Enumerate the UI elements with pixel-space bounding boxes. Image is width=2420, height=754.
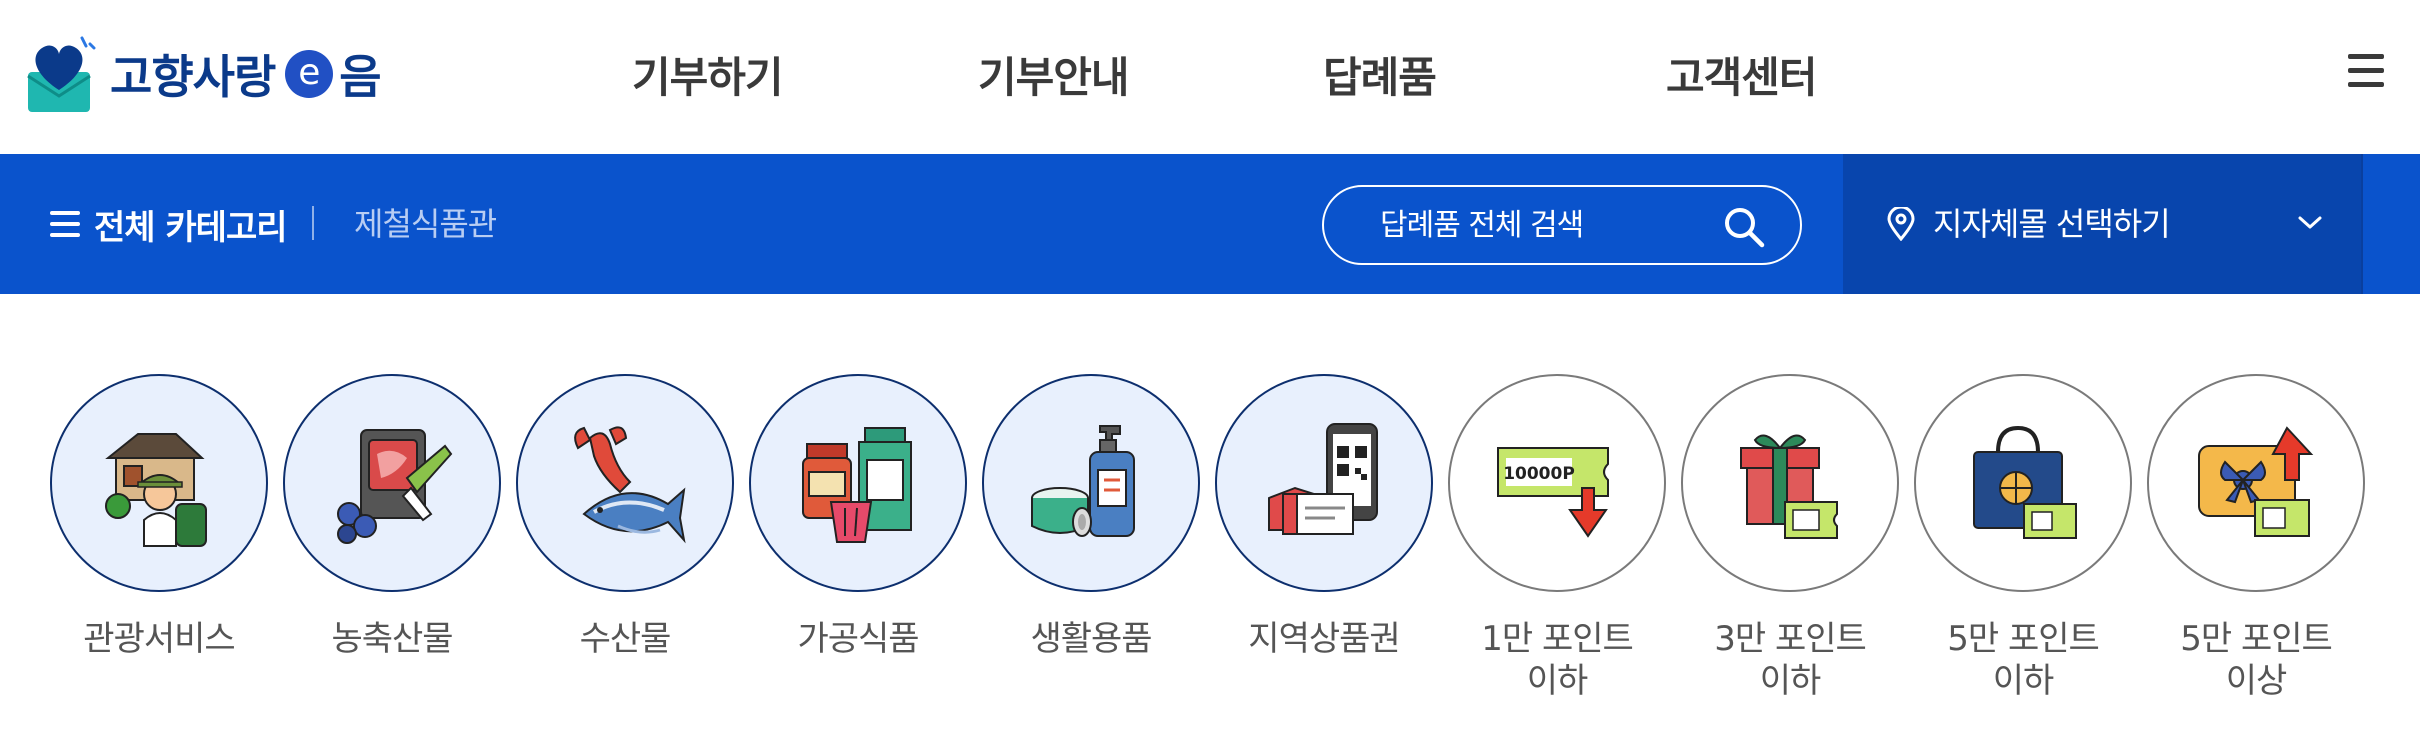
- points-10k-icon: 10000P: [1497, 447, 1609, 538]
- site-header: 고향사랑 e 음 기부하기 기부안내 답례품 고객센터: [0, 0, 2420, 154]
- category-processed-food[interactable]: 가공식품: [749, 374, 967, 734]
- coupon-text: 10000P: [1503, 464, 1575, 484]
- main-nav: 기부하기 기부안내 답례품 고객센터: [0, 48, 2420, 108]
- category-voucher[interactable]: 지역상품권: [1215, 374, 1433, 734]
- search-box: [1322, 185, 1802, 265]
- category-label: 관광서비스: [83, 619, 235, 659]
- category-circle: [1215, 374, 1433, 592]
- all-categories-button[interactable]: 전체 카테고리: [50, 154, 288, 294]
- category-bar: 전체 카테고리 제철식품관 지자체몰 선택하기: [0, 154, 2420, 294]
- category-household[interactable]: 생활용품: [982, 374, 1200, 734]
- category-label: 생활용품: [1030, 619, 1152, 659]
- category-points-under-50k[interactable]: 5만 포인트 이하: [1914, 374, 2132, 734]
- category-label: 5만 포인트 이하: [1947, 619, 2100, 701]
- nav-donation-guide[interactable]: 기부안내: [978, 53, 1130, 102]
- menu-icon: [50, 211, 80, 237]
- seasonal-food-link[interactable]: 제철식품관: [354, 205, 497, 243]
- category-shortcuts: 관광서비스 농축산물: [0, 374, 2420, 734]
- category-tourism[interactable]: 관광서비스: [50, 374, 268, 734]
- voucher-icon: [1268, 423, 1378, 535]
- category-seafood[interactable]: 수산물: [516, 374, 734, 734]
- gift-card-up-icon: [2198, 426, 2314, 537]
- nav-donate[interactable]: 기부하기: [632, 53, 784, 102]
- category-label: 농축산물: [331, 619, 453, 659]
- category-circle: [516, 374, 734, 592]
- category-circle: [283, 374, 501, 592]
- category-points-under-10k[interactable]: 10000P 1만 포인트 이하: [1448, 374, 1666, 734]
- category-label: 수산물: [579, 619, 672, 659]
- seafood-icon: [574, 426, 686, 544]
- category-agriculture[interactable]: 농축산물: [283, 374, 501, 734]
- household-icon: [1031, 425, 1135, 537]
- search-input[interactable]: [1380, 187, 1720, 263]
- category-circle: [2147, 374, 2365, 592]
- processed-food-icon: [802, 427, 912, 543]
- category-circle: 10000P: [1448, 374, 1666, 592]
- logo-e-mark: e: [285, 50, 334, 98]
- search-icon[interactable]: [1722, 205, 1766, 249]
- category-label: 1만 포인트 이하: [1481, 619, 1634, 701]
- bar-edge: [2361, 154, 2420, 294]
- category-circle: [1681, 374, 1899, 592]
- category-points-over-50k[interactable]: 5만 포인트 이상: [2147, 374, 2365, 734]
- category-label: 3만 포인트 이하: [1714, 619, 1867, 701]
- divider: [312, 206, 314, 240]
- agriculture-icon: [337, 429, 453, 544]
- region-mall-select[interactable]: 지자체몰 선택하기: [1843, 154, 2361, 294]
- all-categories-label: 전체 카테고리: [94, 207, 288, 248]
- chevron-down-icon: [2298, 216, 2322, 229]
- category-label: 5만 포인트 이상: [2180, 619, 2333, 701]
- category-circle: [749, 374, 967, 592]
- category-label: 가공식품: [797, 619, 919, 659]
- site-logo[interactable]: 고향사랑 e 음: [24, 34, 382, 114]
- logo-text: 고향사랑: [110, 50, 276, 104]
- gift-box-icon: [1740, 434, 1838, 539]
- hamburger-icon[interactable]: [2348, 54, 2384, 88]
- category-circle: [982, 374, 1200, 592]
- logo-heart-icon: [27, 36, 96, 112]
- category-circle: [1914, 374, 2132, 592]
- location-pin-icon: [1887, 207, 1915, 241]
- shopping-bag-icon: [1973, 425, 2077, 539]
- nav-return-gifts[interactable]: 답례품: [1323, 53, 1437, 102]
- category-circle: [50, 374, 268, 592]
- category-label: 지역상품권: [1248, 619, 1400, 659]
- region-select-label: 지자체몰 선택하기: [1933, 205, 2171, 243]
- category-points-under-30k[interactable]: 3만 포인트 이하: [1681, 374, 1899, 734]
- nav-customer-center[interactable]: 고객센터: [1666, 53, 1818, 102]
- logo-text-suffix: 음: [339, 50, 382, 104]
- tourism-icon: [105, 433, 207, 547]
